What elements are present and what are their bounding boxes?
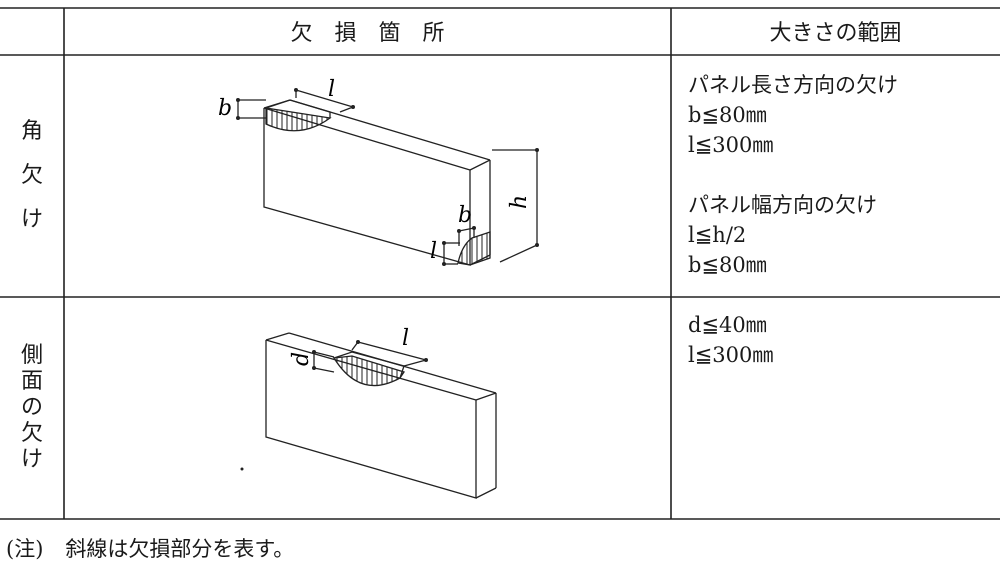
- category-char: け: [20, 447, 43, 472]
- range-line: l≦300㎜: [688, 343, 774, 367]
- header-range: 大きさの範囲: [769, 21, 902, 46]
- label-l-top: l: [328, 77, 335, 102]
- corner-chip-ranges: パネル長さ方向の欠け b≦80㎜ l≦300㎜ パネル幅方向の欠け l≦h/2 …: [688, 70, 898, 280]
- header-location: 欠 損 箇 所: [290, 21, 445, 46]
- label-l-bottom: l: [430, 239, 437, 264]
- label-h: h: [507, 195, 532, 209]
- category-char: け: [20, 207, 43, 232]
- label-b-bottom: b: [458, 203, 472, 228]
- category-side-chip: 側 面 の 欠 け: [0, 297, 64, 519]
- range-line: [688, 160, 898, 190]
- range-line: b≦80㎜: [688, 103, 767, 127]
- range-line: l≦300㎜: [688, 133, 774, 157]
- range-line: パネル長さ方向の欠け: [688, 73, 898, 97]
- category-char: 欠: [20, 421, 43, 446]
- range-line: b≦80㎜: [688, 253, 767, 277]
- category-char: 面: [20, 369, 43, 394]
- category-corner-chip: 角 欠 け: [0, 55, 64, 297]
- range-line: d≦40㎜: [688, 313, 767, 337]
- category-char: 欠: [20, 163, 43, 188]
- footnote-text: 斜線は欠損部分を表す。: [65, 537, 295, 561]
- category-char: 側: [20, 343, 43, 368]
- range-line: l≦h/2: [688, 223, 747, 247]
- category-char: 角: [20, 119, 43, 144]
- category-char: の: [20, 395, 43, 420]
- corner-chip-diagram: l b h b l: [218, 77, 539, 266]
- label-l: l: [402, 326, 409, 351]
- footnote: (注) 斜線は欠損部分を表す。: [6, 533, 294, 563]
- label-d: d: [289, 352, 314, 366]
- footnote-prefix: (注): [6, 537, 44, 561]
- range-line: パネル幅方向の欠け: [688, 193, 877, 217]
- side-chip-diagram: l d: [240, 326, 497, 499]
- label-b-top: b: [218, 96, 232, 121]
- side-chip-ranges: d≦40㎜ l≦300㎜: [688, 310, 773, 370]
